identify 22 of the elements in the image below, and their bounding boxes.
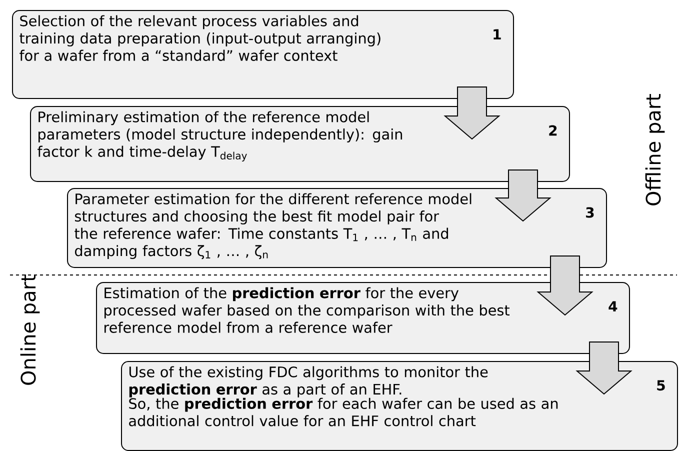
side-label: Online part — [20, 274, 40, 385]
process-box — [67, 188, 607, 268]
box-text: Estimation of the prediction error for the every processed wafer based on the comparison with the best reference model from a reference wafer — [104, 287, 510, 333]
box-text: Use of the existing FDC algorithms to monitor the prediction error as a part of an EHF. — [129, 366, 488, 398]
step-number: 1 — [494, 29, 501, 40]
box-text: Selection of the relevant process variables and training data preparation (input-output arranging) for a wafer from a “standard” wafer context — [20, 15, 380, 61]
process-box — [96, 282, 630, 354]
block-arrow — [444, 86, 500, 140]
step-number: 3 — [586, 207, 594, 218]
block-arrow — [536, 256, 594, 316]
block-arrow — [576, 342, 632, 395]
step-number: 4 — [608, 301, 618, 312]
step-number: 2 — [549, 125, 557, 136]
process-box — [121, 361, 678, 451]
process-box — [12, 10, 514, 99]
process-box — [30, 106, 570, 182]
box-text: Parameter estimation for the different reference model structures and choosing the best fit model pair for the reference wafer: Time constants T$_{1}$ , … , T$_{n}$ and damping factors ζ$_{1}$ , … , ζ$_{n}$ — [74, 193, 472, 260]
box-text: Preliminary estimation of the reference model parameters (model structure independently): gain factor k and time-delay T$_{delay}$ — [38, 111, 402, 162]
block-arrow — [494, 170, 552, 222]
step-number: 5 — [657, 380, 665, 391]
box-text: So, the prediction error for each wafer can be used as an additional control value for an EHF control chart — [129, 398, 558, 426]
side-label: Offline part — [645, 94, 665, 206]
